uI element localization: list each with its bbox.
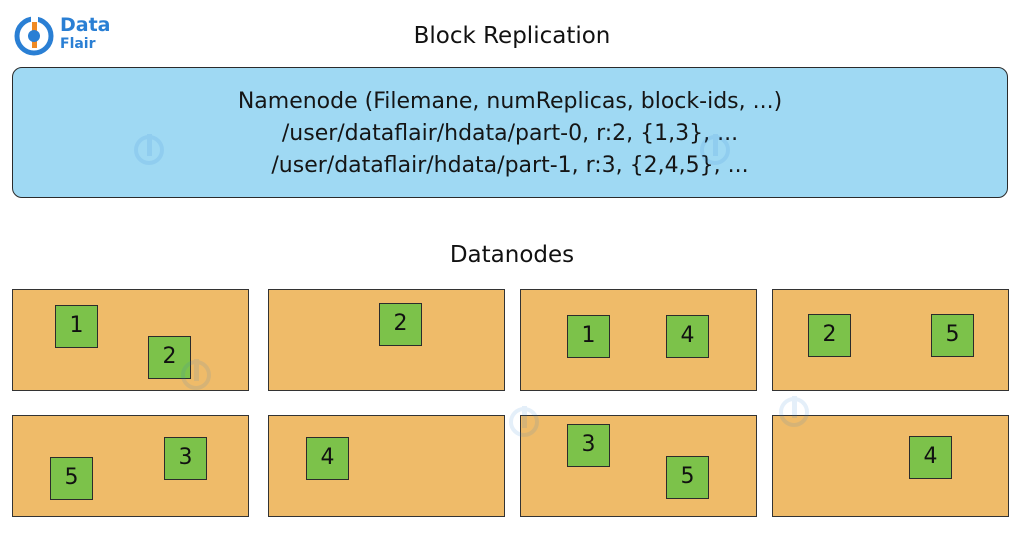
datanode-2: 2 (268, 289, 505, 391)
namenode-entry-part-0: /user/dataflair/hdata/part-0, r:2, {1,3}… (281, 121, 739, 146)
namenode-entry-part-1: /user/dataflair/hdata/part-1, r:3, {2,4,… (271, 153, 749, 178)
block: 5 (931, 314, 974, 357)
datanode-6: 4 (268, 415, 505, 517)
datanode-3: 1 4 (520, 289, 757, 391)
block: 2 (379, 303, 422, 346)
datanodes-label: Datanodes (449, 242, 575, 268)
block: 4 (909, 436, 952, 479)
namenode-box: Namenode (Filemane, numReplicas, block-i… (12, 67, 1008, 198)
datanode-1: 1 2 (12, 289, 249, 391)
dataflair-logo-icon (14, 16, 54, 56)
block: 2 (148, 336, 191, 379)
dataflair-logo: Data Flair (14, 12, 114, 58)
namenode-header: Namenode (Filemane, numReplicas, block-i… (237, 89, 783, 114)
block: 1 (55, 305, 98, 348)
diagram-title: Block Replication (413, 23, 611, 49)
block: 3 (567, 424, 610, 467)
datanode-7: 3 5 (520, 415, 757, 517)
block: 3 (164, 437, 207, 480)
block: 5 (50, 457, 93, 500)
datanode-8: 4 (772, 415, 1009, 517)
block: 4 (306, 437, 349, 480)
datanode-5: 5 3 (12, 415, 249, 517)
block: 5 (666, 456, 709, 499)
datanode-4: 2 5 (772, 289, 1009, 391)
block: 4 (666, 315, 709, 358)
logo-text-flair: Flair (60, 36, 96, 52)
block: 1 (567, 315, 610, 358)
block: 2 (808, 314, 851, 357)
logo-text-data: Data (60, 14, 111, 36)
